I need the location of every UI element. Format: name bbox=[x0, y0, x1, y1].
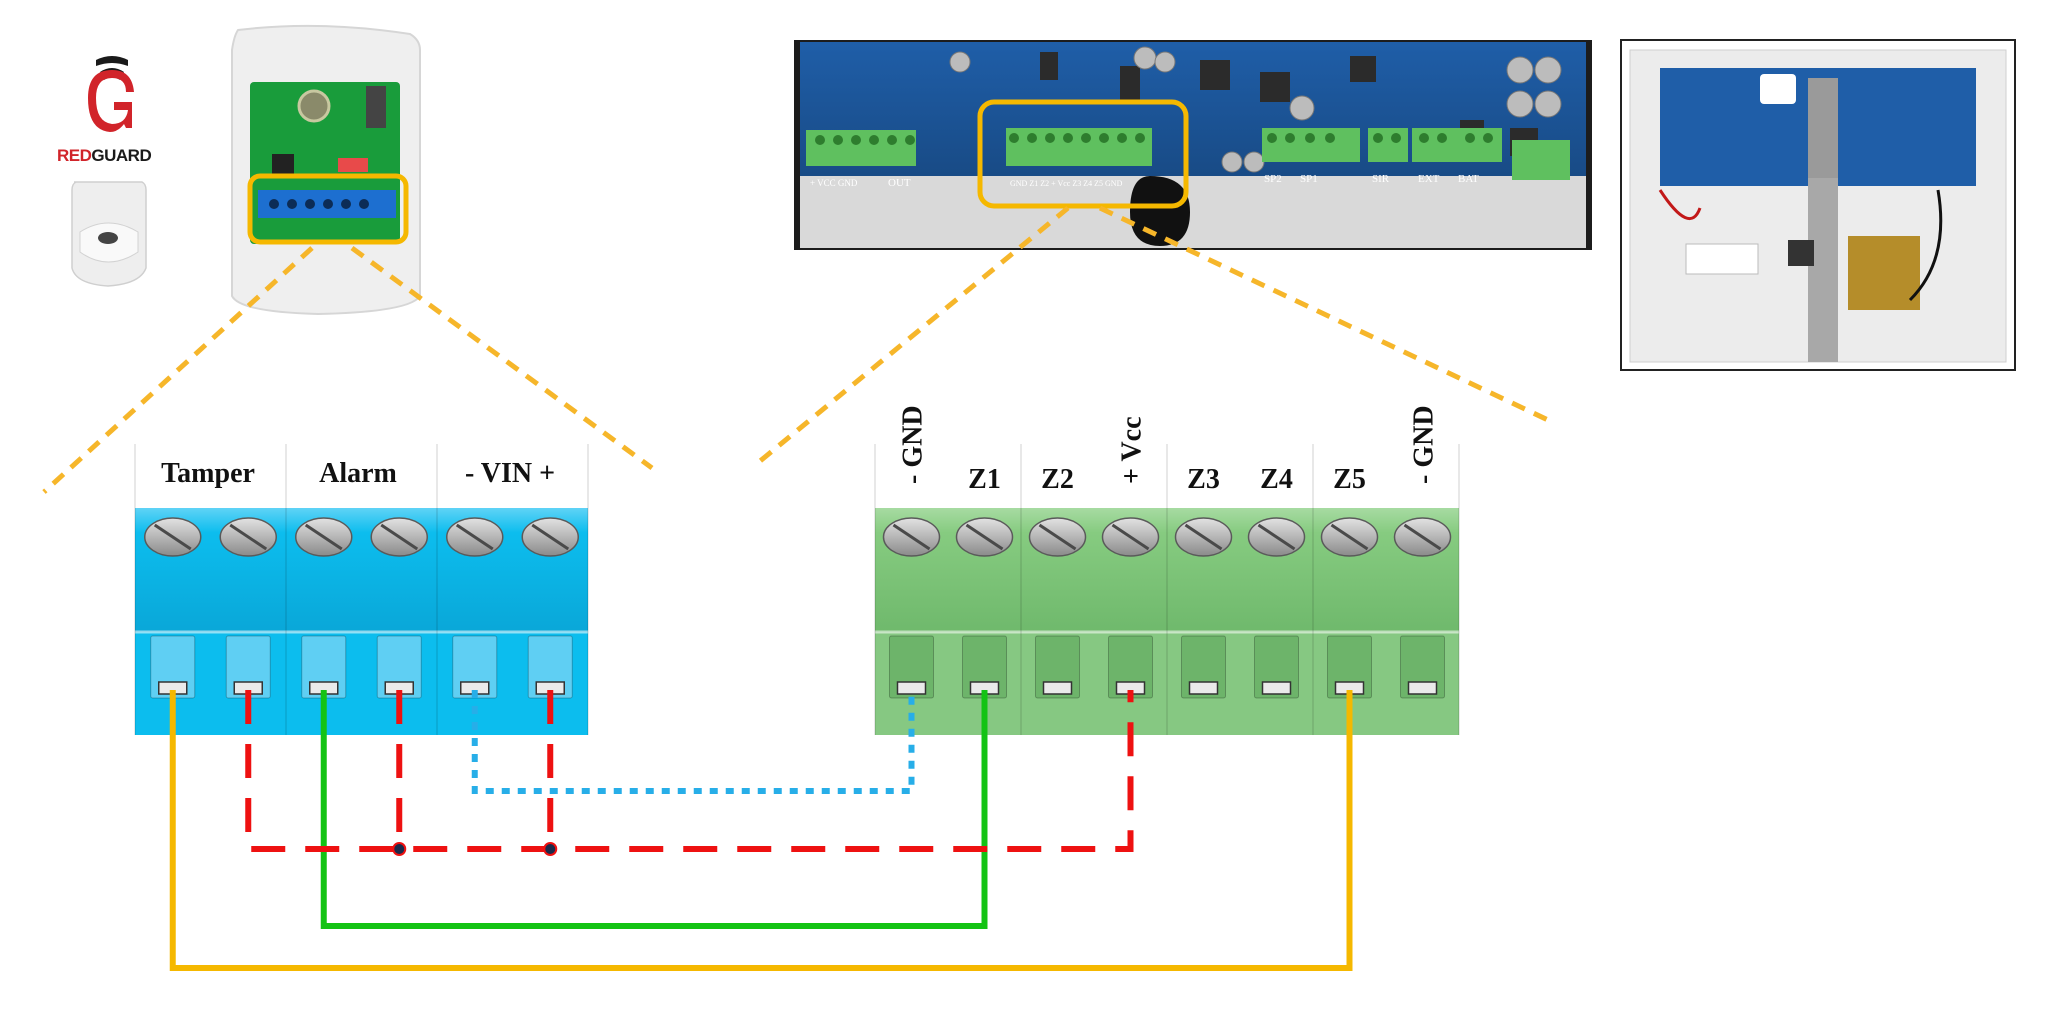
panel-terminal-highlight bbox=[977, 99, 1189, 209]
panel-label-0: - GND bbox=[898, 405, 929, 484]
panel-label-5: Z4 bbox=[1260, 464, 1293, 495]
screw-icon bbox=[370, 517, 428, 557]
panel-label-6: Z5 bbox=[1333, 464, 1366, 495]
wire-yellow bbox=[169, 690, 1353, 971]
pir-terminal-block bbox=[134, 444, 589, 735]
screw-icon bbox=[521, 517, 579, 557]
wire-green bbox=[320, 690, 988, 929]
screw-icon bbox=[1247, 517, 1306, 557]
panel-label-3: + Vcc bbox=[1117, 416, 1148, 484]
silk-power-pins: + VCC GND bbox=[810, 178, 858, 188]
label-vin: - VIN + bbox=[465, 458, 555, 489]
enclosure-photo-icon bbox=[1620, 39, 2016, 371]
screw-icon bbox=[882, 517, 941, 557]
silk-sir: SIR bbox=[1372, 173, 1390, 185]
wire-blue bbox=[471, 690, 915, 794]
screw-icon bbox=[1320, 517, 1379, 557]
pir-open-photo-icon bbox=[231, 24, 421, 316]
silk-sp1: SP1 bbox=[1300, 173, 1318, 185]
redguard-logo-icon bbox=[88, 56, 134, 132]
silk-out: OUT bbox=[888, 177, 911, 189]
terminal-body bbox=[135, 508, 588, 632]
panel-label-4: Z3 bbox=[1187, 464, 1220, 495]
screw-icon bbox=[1028, 517, 1087, 557]
silk-ext: EXT bbox=[1418, 173, 1440, 185]
zoom-indicator-lines bbox=[42, 205, 1550, 494]
wires bbox=[169, 690, 1353, 971]
pir-sensor-icon bbox=[71, 181, 147, 287]
label-alarm: Alarm bbox=[319, 458, 397, 489]
logo-wordmark: REDGUARD bbox=[57, 146, 151, 165]
panel-label-1: Z1 bbox=[968, 464, 1001, 495]
screw-icon bbox=[955, 517, 1014, 557]
pcb-photo-icon: + VCC GND OUT GND Z1 Z2 + Vcc Z3 Z4 Z5 G… bbox=[794, 40, 1592, 250]
silk-zone-pins: GND Z1 Z2 + Vcc Z3 Z4 Z5 GND bbox=[1010, 179, 1123, 188]
wire-junction bbox=[392, 842, 407, 856]
pir-terminal-highlight bbox=[247, 173, 409, 245]
screw-icon bbox=[1174, 517, 1233, 557]
screw-icon bbox=[1101, 517, 1160, 557]
silk-sp2: SP2 bbox=[1264, 173, 1282, 185]
panel-label-7: - GND bbox=[1409, 405, 1440, 484]
screw-icon bbox=[219, 517, 277, 557]
wire-junction bbox=[543, 842, 558, 856]
screw-icon bbox=[446, 517, 504, 557]
wire-red bbox=[245, 690, 1134, 852]
silk-bat: BAT bbox=[1458, 173, 1479, 185]
screw-icon bbox=[144, 517, 202, 557]
panel-terminal-block bbox=[874, 444, 1460, 735]
label-tamper: Tamper bbox=[161, 458, 255, 489]
panel-label-2: Z2 bbox=[1041, 464, 1074, 495]
screw-icon bbox=[295, 517, 353, 557]
screw-icon bbox=[1393, 517, 1452, 557]
